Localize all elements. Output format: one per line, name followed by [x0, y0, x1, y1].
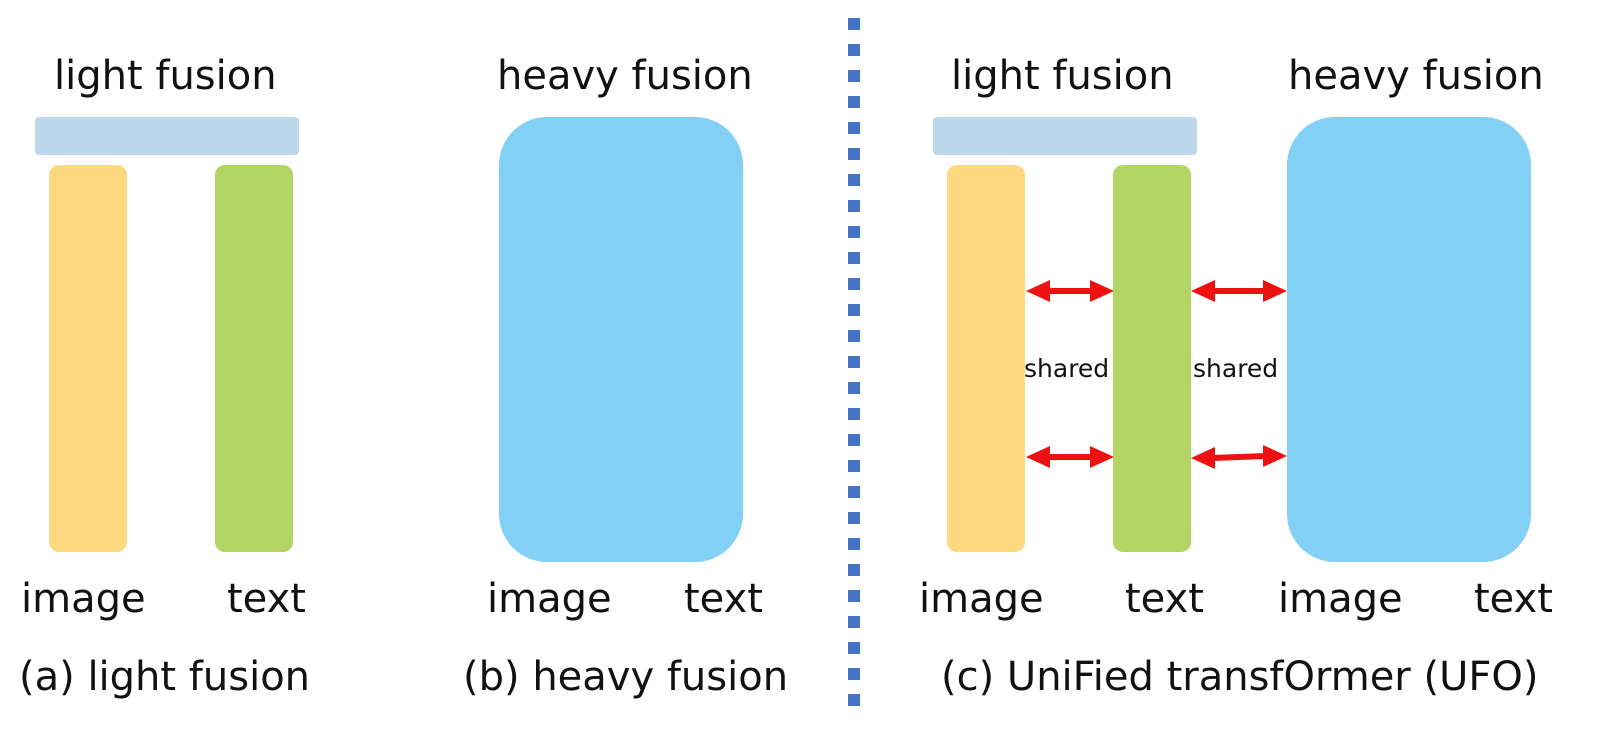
panel-b-image-label: image — [487, 576, 612, 622]
panel-c-heavy-text-label: text — [1474, 576, 1553, 622]
panel-a-fusion-bar — [35, 117, 299, 155]
panel-c-text-label: text — [1125, 576, 1204, 622]
panel-a-title: light fusion — [54, 53, 277, 99]
arrow-text-heavy-top — [1191, 280, 1287, 302]
panel-c-fusion-bar — [933, 117, 1197, 155]
panel-b-heavy-block — [499, 117, 743, 562]
arrow-image-text-bottom — [1026, 446, 1114, 468]
panel-b-text-label: text — [684, 576, 763, 622]
panel-c-caption: (c) UniFied transfOrmer (UFO) — [941, 654, 1539, 700]
dashed-divider — [847, 18, 861, 718]
panel-c-text-encoder — [1113, 165, 1191, 552]
panel-c-light-title: light fusion — [951, 53, 1174, 99]
shared-label-left: shared — [1024, 354, 1110, 383]
shared-label-right: shared — [1193, 354, 1279, 383]
arrow-text-heavy-bottom — [1191, 445, 1287, 469]
panel-a-caption: (a) light fusion — [19, 654, 311, 700]
panel-a-image-encoder — [49, 165, 127, 552]
arrow-image-text-top — [1026, 280, 1114, 302]
panel-b-title: heavy fusion — [497, 53, 753, 99]
panel-b-caption: (b) heavy fusion — [463, 654, 789, 700]
panel-a-image-label: image — [21, 576, 146, 622]
panel-a-text-label: text — [227, 576, 306, 622]
panel-c-heavy-image-label: image — [1278, 576, 1403, 622]
panel-a-text-encoder — [215, 165, 293, 552]
panel-c-image-label: image — [919, 576, 1044, 622]
panel-c-image-encoder — [947, 165, 1025, 552]
panel-c-heavy-block — [1287, 117, 1531, 562]
panel-c-heavy-title: heavy fusion — [1288, 53, 1544, 99]
